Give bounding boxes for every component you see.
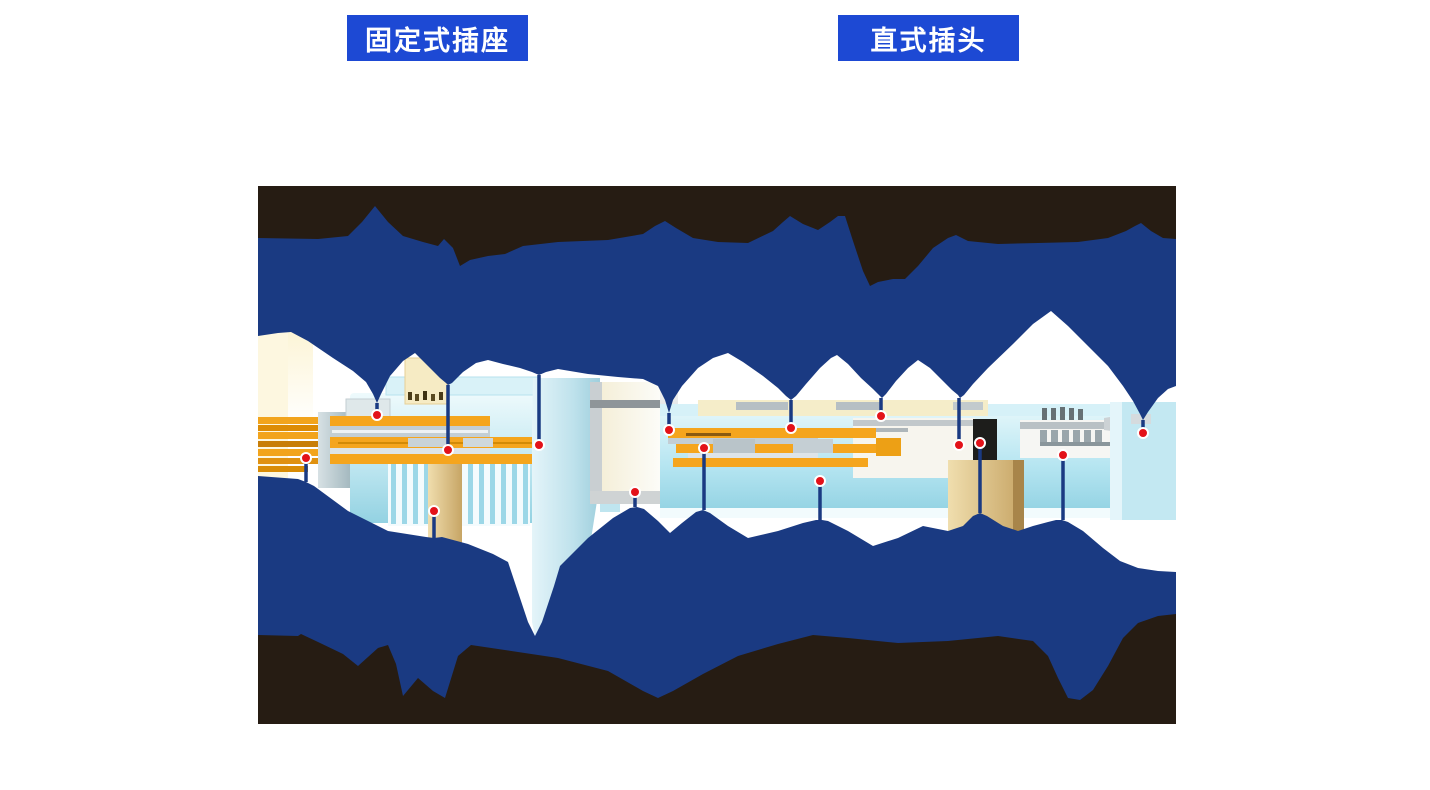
mid-barrel-strip2: [858, 428, 908, 432]
barrel-strip: [590, 400, 660, 408]
barrel-shadow: [590, 491, 660, 504]
callout-marker-dot: [663, 424, 675, 436]
callout-marker-dot: [1057, 449, 1069, 461]
callout-marker-dot: [629, 486, 641, 498]
tail-detail: [1131, 414, 1151, 424]
callout-marker-dot: [814, 475, 826, 487]
crimp-teeth: [1042, 407, 1083, 420]
section-label-fixed-socket[interactable]: 固定式插座: [347, 15, 528, 61]
callout-marker-dot: [371, 409, 383, 421]
callout-marker-dot: [533, 439, 545, 451]
bottom-dark-band: [258, 614, 1176, 724]
diagram-canvas: [258, 186, 1176, 724]
callout-markers: [300, 375, 1149, 538]
cream-band-tab: [836, 402, 882, 410]
callout-marker-dot: [300, 452, 312, 464]
top-dark-band: [258, 186, 1176, 286]
callout-marker-dot: [442, 444, 454, 456]
callout-marker-dot: [785, 422, 797, 434]
callout-marker-dot: [1137, 427, 1149, 439]
connector-cutaway-diagram: [258, 186, 1176, 724]
plug-illustration: [590, 382, 1176, 534]
tan-ring-shadow: [1013, 460, 1024, 534]
callout-marker-dot: [875, 410, 887, 422]
socket-contacts: [330, 416, 545, 464]
mounting-flange: [532, 378, 600, 636]
wire-bundle-icon: [258, 417, 353, 472]
plug-contacts: [668, 428, 901, 467]
cream-band-tab: [736, 402, 788, 410]
callout-marker-dot: [953, 439, 965, 451]
plug-body-bottom: [660, 508, 1176, 518]
callout-marker-dot: [698, 442, 710, 454]
callout-marker-dot: [974, 437, 986, 449]
plug-tail-highlight: [1110, 402, 1122, 520]
mid-barrel-strip: [853, 420, 975, 426]
rear-body-strip: [1020, 422, 1128, 429]
section-label-straight-plug[interactable]: 直式插头: [838, 15, 1019, 61]
cream-band-tab: [953, 402, 983, 410]
callout-marker-dot: [428, 505, 440, 517]
plug-rear-cap: [590, 382, 602, 504]
contact-comb: [1040, 430, 1110, 446]
